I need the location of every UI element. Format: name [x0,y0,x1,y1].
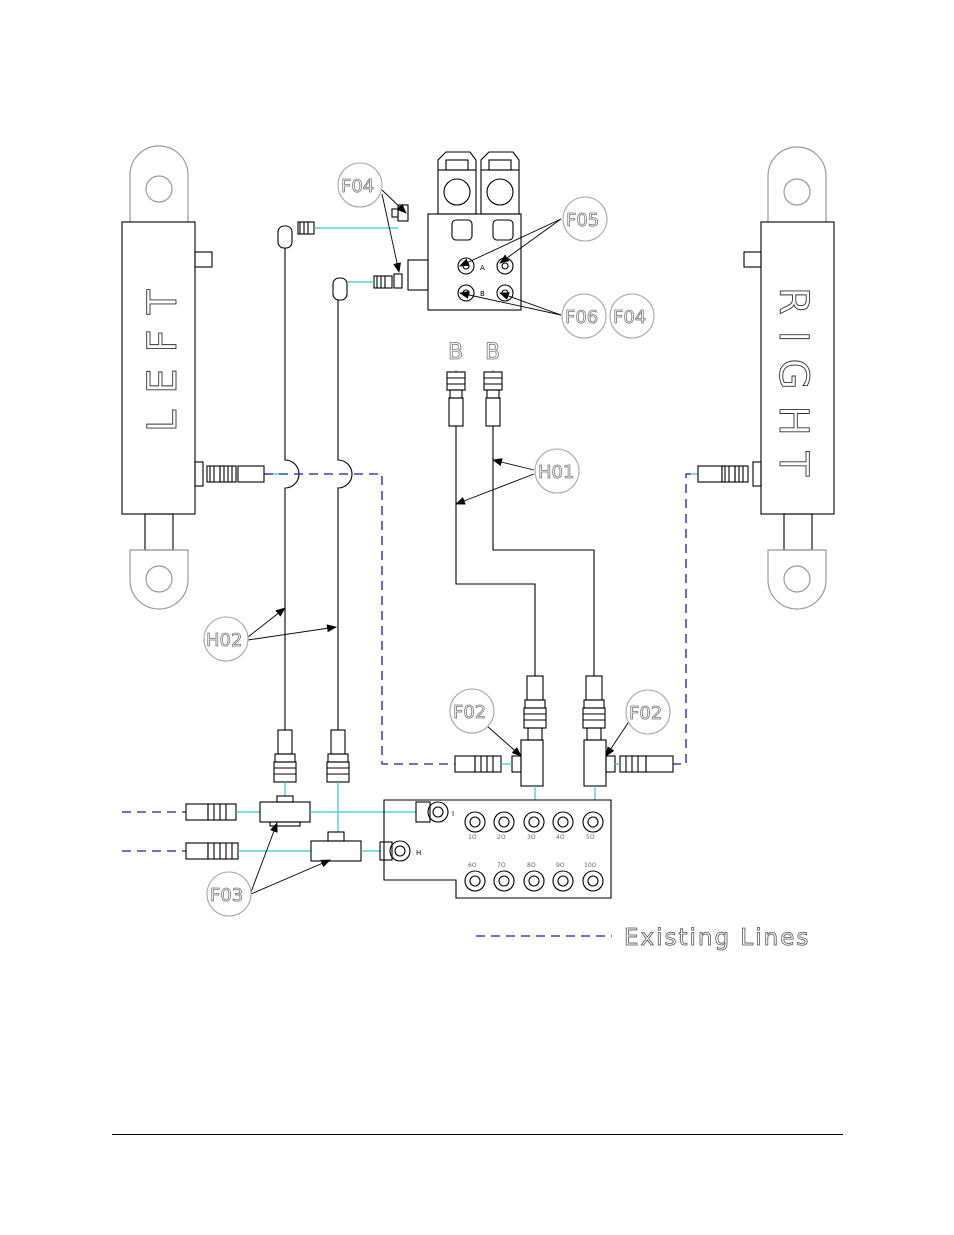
manifold-port-4: 4O [556,834,565,841]
callout-f04-right: F04 [610,294,654,338]
b-label-right: B [485,340,500,365]
legend: Existing Lines [476,925,810,951]
manifold-block: I H 1O 2O 3O 4O 5O 6O 7O 8O 9O 10O [380,800,611,898]
valve-port-a: A [480,264,485,272]
existing-lines [122,474,691,851]
manifold-port-1: 1O [468,834,477,841]
callout-h02: H02 [204,617,248,661]
manifold-port-2: 2O [497,834,506,841]
b-port-fittings: B B [447,340,502,426]
cylinder-port-fittings [207,466,748,482]
manifold-port-6: 6O [468,862,477,869]
callout-f05-text: F05 [566,210,599,231]
manifold-port-h: H [416,849,421,857]
callout-h02-text: H02 [206,630,242,651]
manifold-port-7: 7O [497,862,506,869]
valve-port-b: B [480,290,485,298]
b-label-left: B [448,340,463,365]
manifold-port-i: I [452,810,454,818]
manifold-port-5: 5O [586,834,595,841]
control-valve: A B [408,152,521,310]
callout-f05: F05 [563,197,607,241]
callout-h01: H01 [535,449,579,493]
manifold-port-3: 3O [527,834,536,841]
callout-h01-text: H01 [538,462,574,483]
callout-f02-left-text: F02 [453,702,486,723]
manifold-port-9: 9O [556,862,565,869]
left-cylinder-label: LEFT [140,274,186,432]
h02-lower-fittings [274,730,349,832]
callout-f02-right-text: F02 [629,703,662,724]
callout-f06-text: F06 [565,307,598,328]
f03-tees [186,796,416,861]
callout-f04-top: F04 [338,163,382,207]
right-cylinder-label: RIGHT [770,287,816,492]
footer-rule [112,1134,843,1135]
right-cylinder: RIGHT [744,147,834,609]
left-cylinder: LEFT [122,146,212,609]
callout-f03-text: F03 [210,885,243,906]
callout-f04-top-text: F04 [341,176,374,197]
valve-side-fittings [278,205,408,300]
callout-f06: F06 [562,294,606,338]
callout-leaders [248,190,630,894]
manifold-port-10: 10O [584,862,597,869]
callout-f03: F03 [207,872,251,916]
callout-f04-right-text: F04 [613,307,646,328]
callout-f02-right: F02 [626,690,670,734]
legend-label: Existing Lines [624,925,810,951]
manifold-port-8: 8O [527,862,536,869]
callout-f02-left: F02 [450,689,494,733]
